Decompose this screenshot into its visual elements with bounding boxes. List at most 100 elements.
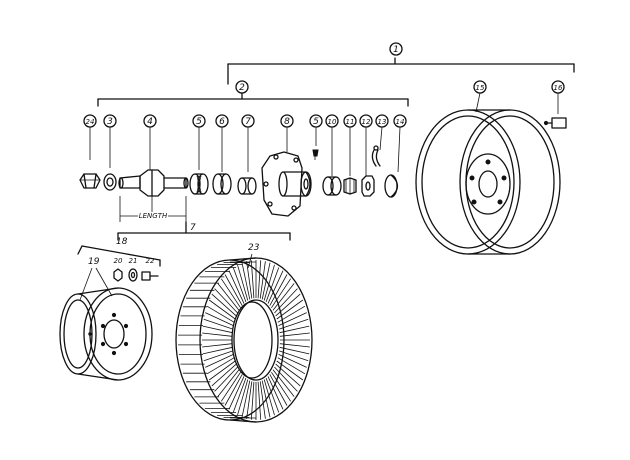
tire-tread-line [267, 376, 284, 410]
tire-tread-line [259, 261, 266, 299]
tire-tread-line [265, 377, 280, 413]
callout-6a: 6 [215, 114, 229, 172]
part-20-nut [113, 268, 123, 282]
part-8-hub [261, 151, 312, 217]
svg-text:5: 5 [313, 117, 319, 127]
tire-tread-line [214, 366, 238, 392]
tire-tread-line [228, 270, 245, 304]
part-11-bearing-cone [343, 177, 357, 195]
svg-text:16: 16 [554, 84, 563, 92]
tire-tread-line [274, 288, 298, 314]
tire-tread-line [274, 366, 298, 392]
tire-tread-line [203, 350, 233, 362]
part-16-bolt [543, 117, 567, 129]
svg-text:11: 11 [346, 118, 355, 126]
svg-text:LENGTH: LENGTH [139, 212, 168, 220]
tire-tread-line [263, 379, 275, 416]
tire-tread-line [277, 357, 306, 375]
tire-tread-line [279, 318, 309, 330]
callout-13: 13 [375, 114, 389, 151]
tire-tread-line [261, 262, 271, 300]
callout-12: 12 [359, 114, 373, 176]
assembly-1-bracket [227, 57, 575, 85]
tire-tread-line [237, 379, 249, 416]
tire-tread-line [276, 299, 304, 320]
part-14-dust-cap [384, 174, 399, 198]
svg-text:12: 12 [362, 118, 371, 126]
tire-tread-line [208, 360, 236, 381]
svg-text:10: 10 [328, 118, 337, 126]
svg-text:14: 14 [396, 118, 405, 126]
tire-tread-line [246, 261, 253, 299]
tire-tread-line [261, 380, 271, 418]
tire-tread-line [232, 267, 247, 303]
svg-text:13: 13 [378, 118, 387, 126]
tire-tread-line [259, 381, 266, 419]
tire-tread-line [208, 299, 236, 320]
tire-tread-line [205, 354, 234, 368]
tire-tread-line [257, 381, 262, 420]
tire-tread-line [263, 264, 275, 301]
tire-tread-line [278, 312, 307, 326]
tire-tread-line [211, 363, 237, 387]
tire-tread-line [220, 371, 241, 402]
svg-text:1: 1 [393, 45, 399, 55]
tire-tread-line [217, 369, 240, 397]
tire-tread-line [206, 305, 235, 323]
tire-tread-line [217, 283, 240, 311]
callout-21: 21 [129, 257, 138, 265]
callout-4: 4 [143, 114, 157, 170]
tire-tread-line [276, 360, 304, 381]
tire-tread-line [241, 380, 251, 418]
svg-text:19: 19 [88, 257, 100, 267]
tire-tread-line [265, 267, 280, 303]
tire-tread-line [206, 357, 235, 375]
svg-text:21: 21 [129, 257, 138, 265]
tire-tread-line [228, 376, 245, 410]
part-6-bearing-cup [212, 173, 232, 195]
svg-text:7: 7 [190, 223, 196, 233]
part-4-spindle [118, 169, 189, 212]
tire-tread-line [275, 363, 301, 387]
tire-tread-line [202, 332, 233, 337]
svg-text:24: 24 [86, 118, 95, 126]
tire-tread-line [271, 371, 292, 402]
callout-3: 3 [103, 114, 117, 168]
part-21-washer [128, 268, 138, 282]
svg-text:22: 22 [146, 257, 155, 265]
tire-tread-line [267, 270, 284, 304]
svg-text:3: 3 [107, 117, 113, 127]
callout-22: 22 [146, 257, 155, 265]
callout-2: 2 [235, 80, 249, 94]
tire-tread-line [250, 260, 255, 299]
tire-tread-line [257, 260, 262, 299]
svg-text:8: 8 [284, 117, 290, 127]
tire-tread-line [237, 264, 249, 301]
part-5b-stud [312, 149, 319, 160]
bracket-18: 18 [77, 237, 161, 267]
callout-11: 11 [343, 114, 357, 176]
part-13-cotter-pin [371, 145, 381, 167]
svg-text:20: 20 [114, 257, 123, 265]
length-dimension: LENGTH [119, 196, 187, 222]
tire-tread-line [279, 346, 310, 355]
tire-tread-line [279, 350, 309, 362]
callout-24: 24 [83, 114, 97, 160]
svg-text:23: 23 [248, 243, 260, 253]
callout-1: 1 [389, 42, 403, 56]
callout-23: 23 [247, 243, 260, 269]
tire-tread-line [220, 278, 241, 309]
part-3-washer [103, 173, 117, 191]
callout-16: 16 [551, 80, 565, 114]
bracket-7: 7 [117, 221, 291, 241]
callout-15: 15 [473, 80, 487, 113]
svg-text:7: 7 [245, 117, 251, 127]
part-10-bearing-cup [322, 176, 342, 196]
tire-tread-line [202, 325, 233, 334]
part-23-tire [175, 257, 313, 423]
part-24-castle-nut [79, 173, 101, 189]
tire-tread-line [279, 343, 310, 348]
callout-10: 10 [325, 114, 339, 176]
tire-tread-line [241, 262, 251, 300]
